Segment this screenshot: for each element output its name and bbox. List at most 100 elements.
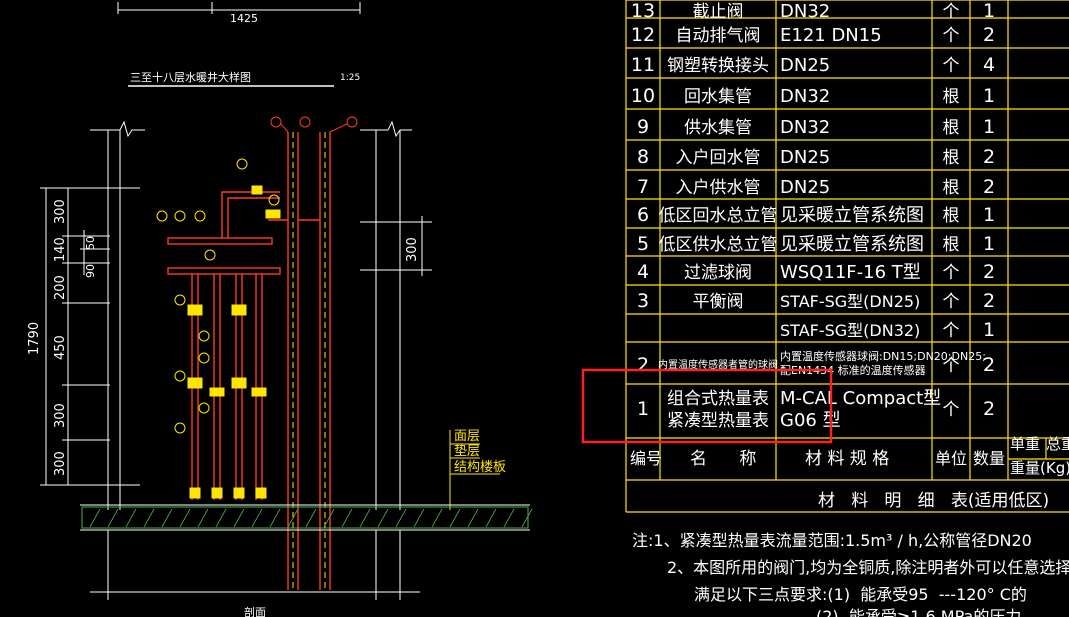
cell-spec: E121 DN15	[780, 25, 882, 46]
highlight-box	[581, 368, 833, 444]
riser-tags	[270, 116, 358, 133]
leader-circles	[156, 158, 280, 434]
dim-1: 300	[53, 199, 68, 224]
cell-name: 平衡阀	[693, 292, 744, 312]
riser-dash	[292, 132, 326, 590]
cell-spec: DN25	[780, 55, 830, 76]
cell-no: 1	[637, 398, 649, 420]
cell-spec: M-CAL Compact型	[780, 388, 941, 409]
notes: 注:1、紧凑型热量表流量范围:1.5m³ / h,公称管径DN20 2、本图所用…	[632, 531, 1069, 617]
cell-qty: 1	[983, 233, 995, 255]
cell-no: 8	[637, 146, 649, 168]
cell-qty: 2	[983, 176, 995, 198]
cell-spec: 见采暖立管系统图	[780, 205, 924, 226]
cell-name: 低区回水总立管	[659, 206, 778, 226]
cell-no: 13	[631, 0, 655, 22]
floor-label-2: 垫层	[454, 443, 480, 459]
risers	[287, 132, 331, 590]
dim-small-1: 50	[84, 236, 97, 250]
cell-spec: DN32	[780, 1, 830, 22]
cell-name: 自动排气阀	[676, 26, 761, 46]
cell-name: 过滤球阀	[684, 263, 752, 283]
cell-unit: 根	[943, 118, 960, 138]
cell-unit: 根	[943, 148, 960, 168]
header-weight-1: 单重	[1010, 435, 1040, 453]
header-qty: 数量	[973, 449, 1005, 468]
cell-spec: STAF-SG型(DN25)	[780, 292, 920, 311]
drawing-scale: 1:25	[340, 73, 360, 83]
dim-2: 140	[53, 237, 68, 262]
cell-qty: 1	[983, 85, 995, 107]
cell-name: 入户供水管	[676, 178, 761, 198]
cell-spec: WSQ11F-16 T型	[780, 262, 921, 283]
cell-qty: 2	[983, 354, 995, 376]
cell-unit: 根	[943, 235, 960, 255]
floor-label-3: 结构楼板	[454, 460, 506, 475]
cell-qty: 4	[983, 54, 995, 76]
dim-small-2: 90	[84, 264, 97, 278]
left-dimension-texts: 1790 300 140 200 450 300 300 50 90	[27, 199, 97, 476]
dim-5: 300	[53, 403, 68, 428]
cell-spec: DN25	[780, 147, 830, 168]
cell-qty: 2	[983, 261, 995, 283]
header-weight-3: 重量(Kg)	[1010, 459, 1069, 477]
cell-no: 4	[637, 261, 649, 283]
note-1: 注:1、紧凑型热量表流量范围:1.5m³ / h,公称管径DN20	[632, 531, 1032, 550]
cell-name: 钢塑转换接头	[667, 56, 769, 76]
header-no: 编号	[630, 449, 662, 468]
header-unit: 单位	[935, 449, 967, 468]
table-row: 9 供水集管 DN32 根 1	[637, 116, 995, 138]
note-2: 2、本图所用的阀门,均为全铜质,除注明者外可以任意选择	[667, 558, 1069, 577]
cell-qty: 1	[983, 0, 995, 22]
cell-qty: 1	[983, 204, 995, 226]
floor-label	[449, 430, 500, 510]
cell-name-2: 紧凑型热量表	[667, 411, 769, 431]
cell-no: 9	[637, 116, 649, 138]
bottom-caption: 剖面	[244, 605, 266, 617]
left-dimensions	[40, 187, 140, 486]
cell-qty: 2	[983, 146, 995, 168]
cell-name: 供水集管	[684, 118, 752, 138]
cell-name: 截止阀	[693, 2, 744, 22]
note-3: 满足以下三点要求:(1) 能承受95 ---120° C的	[694, 585, 1027, 604]
cell-no: 12	[631, 24, 655, 46]
cell-no: 2	[637, 354, 649, 376]
cell-name: 低区供水总立管	[659, 235, 778, 255]
cell-name: 内置温度传感器者管的球阀	[658, 358, 778, 371]
header-weight-2: 总重	[1046, 435, 1069, 453]
cell-unit: 根	[943, 206, 960, 226]
cell-unit: 个	[943, 26, 960, 46]
dim-3: 200	[53, 275, 68, 300]
cell-qty: 1	[983, 319, 995, 341]
cell-no: 10	[631, 85, 655, 107]
fittings	[187, 185, 281, 499]
cell-unit: 根	[943, 87, 960, 107]
cell-unit: 个	[943, 292, 960, 312]
collectors	[167, 191, 320, 275]
floor-slab	[80, 504, 533, 600]
header-name: 名 称	[690, 449, 756, 469]
cell-qty: 2	[983, 24, 995, 46]
dim-6: 300	[53, 451, 68, 476]
header-spec: 材 料 规 格	[805, 449, 889, 469]
cell-spec-2: G06 型	[780, 410, 841, 431]
cell-unit: 根	[943, 178, 960, 198]
cell-qty: 2	[983, 290, 995, 312]
cell-qty: 1	[983, 116, 995, 138]
cell-unit: 个	[943, 400, 960, 420]
note-4: (2) 能承受≥1.6 MPa的压力	[816, 607, 1021, 617]
top-dimension: 1425	[230, 12, 258, 25]
cell-spec: DN32	[780, 117, 830, 138]
